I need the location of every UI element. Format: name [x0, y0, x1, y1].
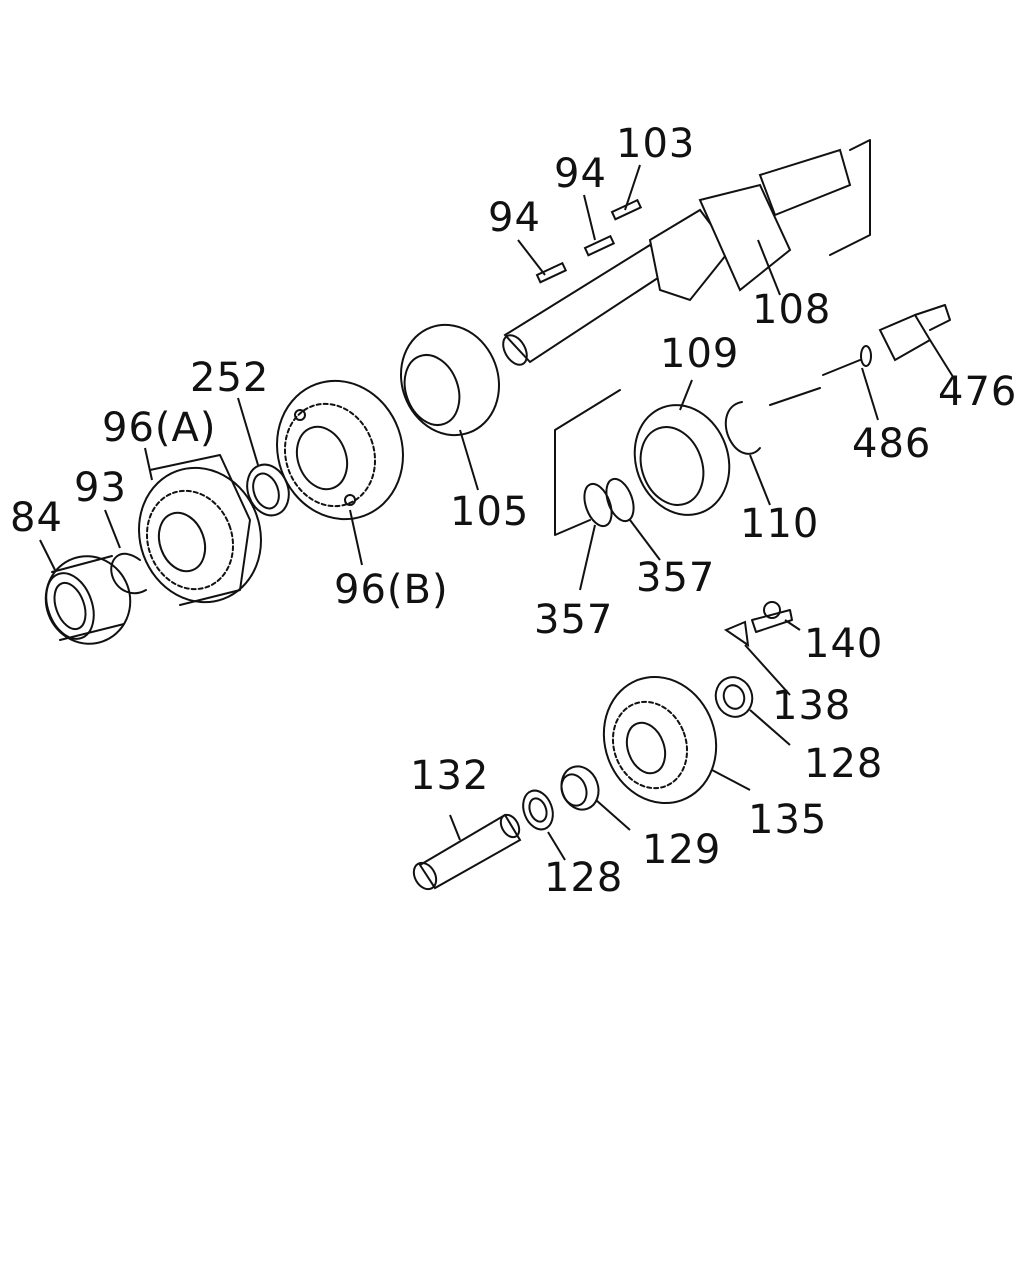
- shaft-132: [412, 813, 522, 891]
- snap-ring-110: [724, 401, 761, 455]
- gear-96b: [276, 379, 404, 521]
- bearing-84: [44, 555, 132, 645]
- gear-105: [399, 323, 501, 437]
- callout-138: 138: [772, 683, 852, 729]
- callout-110: 110: [740, 501, 820, 547]
- washer-128-upper: [714, 676, 754, 718]
- lock-plate-138: [723, 620, 750, 648]
- callout-486: 486: [852, 421, 932, 467]
- callout-252: 252: [190, 355, 270, 401]
- callout-128-lower: 128: [544, 855, 624, 901]
- leader-lines: [39, 164, 956, 861]
- bearing-109: [554, 389, 731, 536]
- callout-132: 132: [410, 753, 490, 799]
- callout-93: 93: [74, 465, 127, 511]
- callout-357-lower: 357: [534, 597, 614, 643]
- bolt-140: [751, 601, 793, 633]
- callout-96a: 96(A): [102, 405, 217, 451]
- callout-94-right: 94: [554, 151, 607, 197]
- callout-109: 109: [660, 331, 740, 377]
- shims-357: [583, 477, 635, 528]
- callout-140: 140: [804, 621, 884, 667]
- main-shaft: [502, 139, 871, 366]
- needle-bearing-129: [560, 765, 600, 811]
- callout-96b: 96(B): [334, 567, 449, 613]
- callout-357-upper: 357: [636, 555, 716, 601]
- gear-135: [602, 675, 718, 805]
- callout-476: 476: [938, 369, 1018, 415]
- callout-94-left: 94: [488, 195, 541, 241]
- washer-128-lower: [522, 789, 554, 831]
- callout-103: 103: [616, 121, 696, 167]
- callout-84: 84: [10, 495, 63, 541]
- callout-128-upper: 128: [804, 741, 884, 787]
- fitting-476: [878, 304, 951, 362]
- callout-105: 105: [450, 489, 530, 535]
- callout-135: 135: [748, 797, 828, 843]
- ring-252: [246, 463, 290, 517]
- callout-129: 129: [642, 827, 722, 873]
- gear-96a: [138, 454, 262, 606]
- callout-108: 108: [752, 287, 832, 333]
- pin-486: [769, 345, 872, 406]
